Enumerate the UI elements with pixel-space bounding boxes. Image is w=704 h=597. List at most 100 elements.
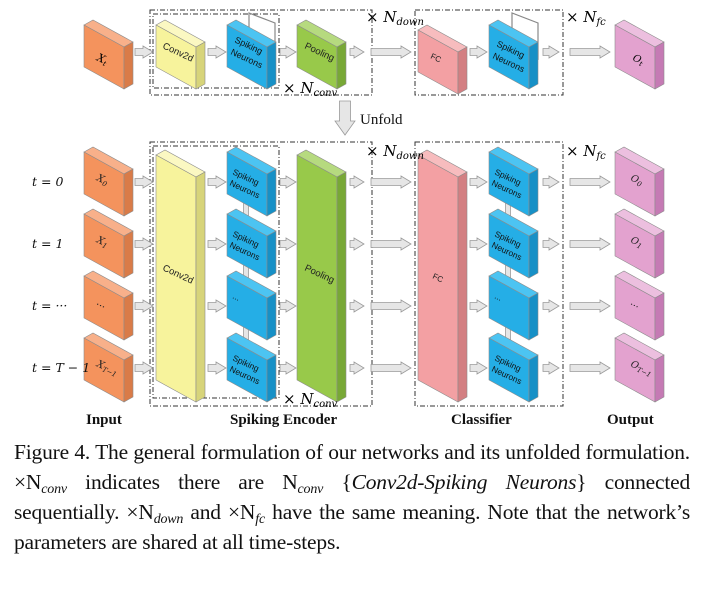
arrow-spiking-to-pooling-0 — [279, 175, 297, 189]
timestep-label: t = T − 1 — [32, 360, 90, 375]
fc-spiking-block-3-side-face — [528, 354, 539, 403]
arrow-input-to-conv-2 — [134, 299, 154, 313]
arrow-spiking-out-0 — [542, 175, 560, 189]
unfold-arrow — [334, 100, 356, 136]
output-block-2-side-face — [654, 292, 665, 341]
arrow-spiking-out-2 — [542, 299, 560, 313]
arrow-top-1 — [134, 45, 154, 59]
spiking-block-3-side-face — [266, 354, 277, 403]
arrow-fc-to-spiking-2 — [469, 299, 488, 313]
arrow-fc-to-spiking-1 — [469, 237, 488, 251]
arrow-top-8 — [569, 45, 611, 59]
top-fc-label: FC — [429, 52, 443, 65]
section-label-encoder: Spiking Encoder — [230, 412, 337, 428]
fc-spiking-block-0-side-face — [528, 168, 539, 217]
arrow-to-output-0 — [569, 175, 611, 189]
input-block-label: X1 — [93, 234, 109, 250]
caption-text-3: { — [323, 470, 352, 494]
arrow-to-classifier-0 — [370, 175, 412, 189]
arrow-input-to-conv-3 — [134, 361, 154, 375]
arrow-top-7 — [542, 45, 560, 59]
input-block-1-side-face — [123, 230, 134, 279]
unfolded-conv-block-side-face — [195, 171, 206, 403]
output-block-1 — [614, 208, 665, 279]
input-block-0 — [83, 146, 134, 217]
fc-spiking-block-label: ... — [493, 291, 504, 303]
top-fc-block — [417, 24, 468, 95]
top-output-block-side-face — [654, 41, 665, 90]
dashed-frames — [149, 9, 564, 407]
output-block-label: O1 — [628, 235, 644, 251]
section-label-output: Output — [607, 412, 654, 428]
blocks — [83, 19, 665, 403]
fc-spiking-block-2 — [488, 270, 539, 341]
repeat-fc-label-top: × Nfc — [566, 8, 606, 28]
top-fc-spiking-block-side-face — [528, 41, 539, 90]
arrow-pooling-out-1 — [349, 237, 365, 251]
output-block-0 — [614, 146, 665, 217]
arrow-top-5 — [370, 45, 412, 59]
input-block-0-side-face — [123, 168, 134, 217]
output-block-3 — [614, 332, 665, 403]
spiking-block-2 — [226, 270, 277, 341]
frame-classifier-bottom — [414, 141, 564, 407]
repeat-fc-label-bottom: × Nfc — [566, 142, 606, 162]
spiking-block-label: ... — [231, 291, 242, 303]
arrow-spiking-to-pooling-1 — [279, 237, 297, 251]
frame-encoder-bottom — [149, 141, 373, 407]
arrow-spiking-to-pooling-2 — [279, 299, 297, 313]
fc-spiking-block-1 — [488, 208, 539, 279]
input-block-3-side-face — [123, 354, 134, 403]
spiking-block-0-side-face — [266, 168, 277, 217]
arrow-conv-to-spiking-1 — [207, 237, 227, 251]
arrow-pooling-out-3 — [349, 361, 365, 375]
unfolded-conv-block — [155, 149, 206, 403]
unfolded-fc-block-side-face — [457, 171, 468, 403]
top-conv-block-side-face — [195, 41, 206, 90]
arrow-conv-to-spiking-2 — [207, 299, 227, 313]
caption-text-6: have the same meaning. Note that the net… — [14, 500, 690, 554]
arrow-to-output-2 — [569, 299, 611, 313]
spiking-block-1 — [226, 208, 277, 279]
timestep-row: t = ···............ — [32, 291, 642, 313]
arrow-conv-to-spiking-3 — [207, 361, 227, 375]
caption-sub-4: fc — [255, 512, 265, 527]
arrow-to-classifier-1 — [370, 237, 412, 251]
arrow-to-output-1 — [569, 237, 611, 251]
arrow-input-to-conv-0 — [134, 175, 154, 189]
frame-conv-repeat-bottom — [152, 145, 280, 399]
top-spiking-block-side-face — [266, 41, 277, 90]
caption-text-4: } connected sequentially. ×N — [14, 470, 691, 524]
network-diagram: Xt Conv2d Spiking Neurons Pooling FC Spi… — [32, 8, 665, 428]
top-fc-block-side-face — [457, 46, 468, 95]
fc-spiking-block-1-side-face — [528, 230, 539, 279]
unfolded-fc-block — [417, 149, 468, 403]
arrow-spiking-out-3 — [542, 361, 560, 375]
arrow-spiking-to-pooling-3 — [279, 361, 297, 375]
figure-caption: Figure 4. The general formulation of our… — [14, 437, 690, 557]
unfolded-fc-label: FC — [431, 272, 445, 285]
arrow-to-classifier-2 — [370, 299, 412, 313]
arrow-pooling-out-2 — [349, 299, 365, 313]
top-output-block — [614, 19, 665, 90]
caption-text-2: indicates there are N — [66, 470, 298, 494]
arrow-fc-to-spiking-0 — [469, 175, 488, 189]
unfolded-pooling-block-side-face — [336, 171, 347, 403]
repeat-down-label-top: × Ndown — [366, 8, 424, 28]
output-block-label: ... — [629, 297, 642, 311]
caption-sub-3: down — [153, 512, 184, 527]
arrow-to-output-3 — [569, 361, 611, 375]
arrow-conv-to-spiking-0 — [207, 175, 227, 189]
output-block-3-side-face — [654, 354, 665, 403]
fc-spiking-block-0 — [488, 146, 539, 217]
repeat-down-label-bottom: × Ndown — [366, 142, 424, 162]
input-block-2-side-face — [123, 292, 134, 341]
spiking-block-3 — [226, 332, 277, 403]
arrow-fc-to-spiking-3 — [469, 361, 488, 375]
caption-sub-1: conv — [41, 482, 67, 497]
top-conv-block — [155, 19, 206, 90]
fc-spiking-block-3 — [488, 332, 539, 403]
caption-sub-2: conv — [297, 482, 324, 497]
